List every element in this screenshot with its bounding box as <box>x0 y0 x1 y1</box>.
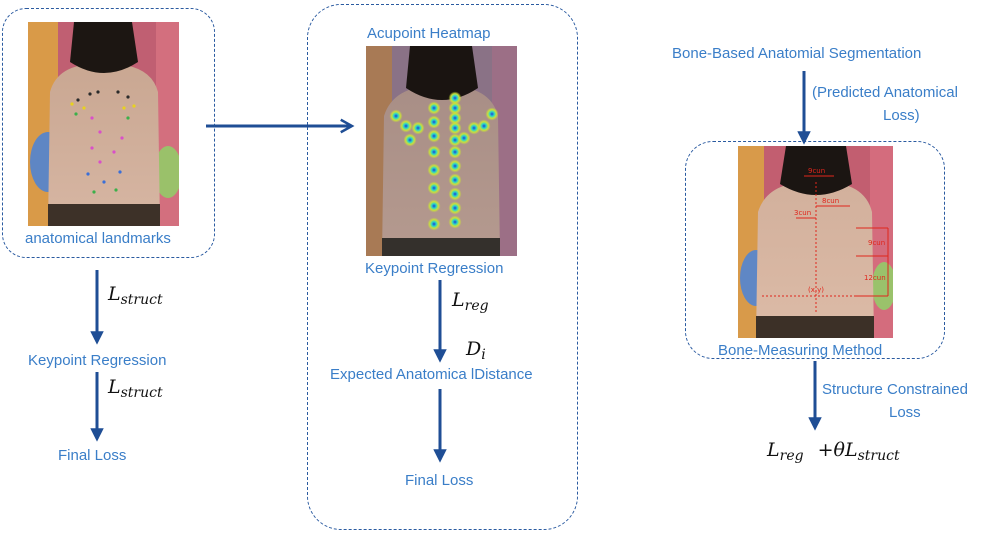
loss-symbol: L <box>108 283 121 305</box>
right-subtitle-line1: (Predicted Anatomical <box>812 84 958 101</box>
heatmap-blob <box>411 121 425 135</box>
measure-label-lower: 12cun <box>864 274 886 282</box>
right-image-frame <box>685 141 945 359</box>
heatmap-blob <box>467 121 481 135</box>
heatmap-blob <box>448 215 462 229</box>
right-panel-title: Bone-Based Anatomial Segmentation <box>672 45 922 62</box>
left-image-caption: anatomical landmarks <box>25 230 171 247</box>
left-loss-struct-2: Lstruct <box>108 376 163 404</box>
middle-step-label: Expected Anatomica lDistance <box>330 366 533 383</box>
heatmap-blob <box>448 121 462 135</box>
heatmap-blob <box>448 91 462 105</box>
measure-label-mid: 9cun <box>868 239 885 247</box>
formula-term-b-sub: struct <box>857 448 900 464</box>
middle-loss-reg: Lreg <box>452 289 489 317</box>
left-image-frame <box>2 8 215 258</box>
heatmap-blob <box>389 109 403 123</box>
heatmap-blob <box>448 173 462 187</box>
heatmap-blob <box>403 133 417 147</box>
distance-subscript: i <box>481 347 486 363</box>
loss-symbol: L <box>452 289 465 311</box>
middle-panel-title: Acupoint Heatmap <box>367 25 491 42</box>
measure-label-top: 9cun <box>808 167 825 175</box>
heatmap-blob <box>485 107 499 121</box>
left-step-label: Keypoint Regression <box>28 352 167 369</box>
middle-final-label: Final Loss <box>405 472 474 489</box>
formula-operator: +θL <box>817 439 858 461</box>
heatmap-blob <box>448 159 462 173</box>
heatmap-blob <box>399 119 413 133</box>
middle-distance-symbol: Di <box>466 338 486 366</box>
heatmap-blob <box>477 119 491 133</box>
right-subtitle-line2: Loss) <box>883 107 920 124</box>
back-photo-landmarks <box>28 22 179 226</box>
middle-image-caption: Keypoint Regression <box>365 260 504 277</box>
loss-subscript: struct <box>120 385 163 401</box>
heatmap-blob <box>427 115 441 129</box>
heatmap-blob <box>427 199 441 213</box>
right-step-line1: Structure Constrained <box>822 381 968 398</box>
heatmap-blob <box>448 111 462 125</box>
heatmap-blob <box>427 129 441 143</box>
middle-panel-frame <box>307 4 578 530</box>
formula-term-a-sub: reg <box>779 448 804 464</box>
measure-label-shoulder: 8cun <box>822 197 839 205</box>
acupoint-heatmap-photo <box>366 46 517 256</box>
heatmap-blob <box>427 163 441 177</box>
heatmap-blob <box>427 217 441 231</box>
loss-subscript: reg <box>464 298 489 314</box>
heatmap-blob <box>448 187 462 201</box>
left-loss-struct-1: Lstruct <box>108 283 163 311</box>
formula-term-a: L <box>767 439 780 461</box>
heatmap-blob <box>427 101 441 115</box>
heatmap-blob <box>457 131 471 145</box>
heatmap-blob <box>448 101 462 115</box>
combined-loss-formula: Lreg +θLstruct <box>767 439 900 467</box>
right-image-caption: Bone-Measuring Method <box>718 342 883 359</box>
loss-symbol: L <box>108 376 121 398</box>
left-final-label: Final Loss <box>58 447 127 464</box>
heatmap-blob <box>427 145 441 159</box>
measure-label-origin: (x,y) <box>808 286 824 294</box>
loss-subscript: struct <box>120 292 163 308</box>
measure-label-side: 3cun <box>794 209 811 217</box>
heatmap-blob <box>448 145 462 159</box>
right-step-line2: Loss <box>889 404 921 421</box>
bone-measure-photo: 9cun 8cun 3cun 9cun 12cun (x,y) <box>738 146 893 338</box>
distance-symbol: D <box>466 338 482 360</box>
heatmap-blob <box>427 181 441 195</box>
heatmap-blob <box>448 201 462 215</box>
